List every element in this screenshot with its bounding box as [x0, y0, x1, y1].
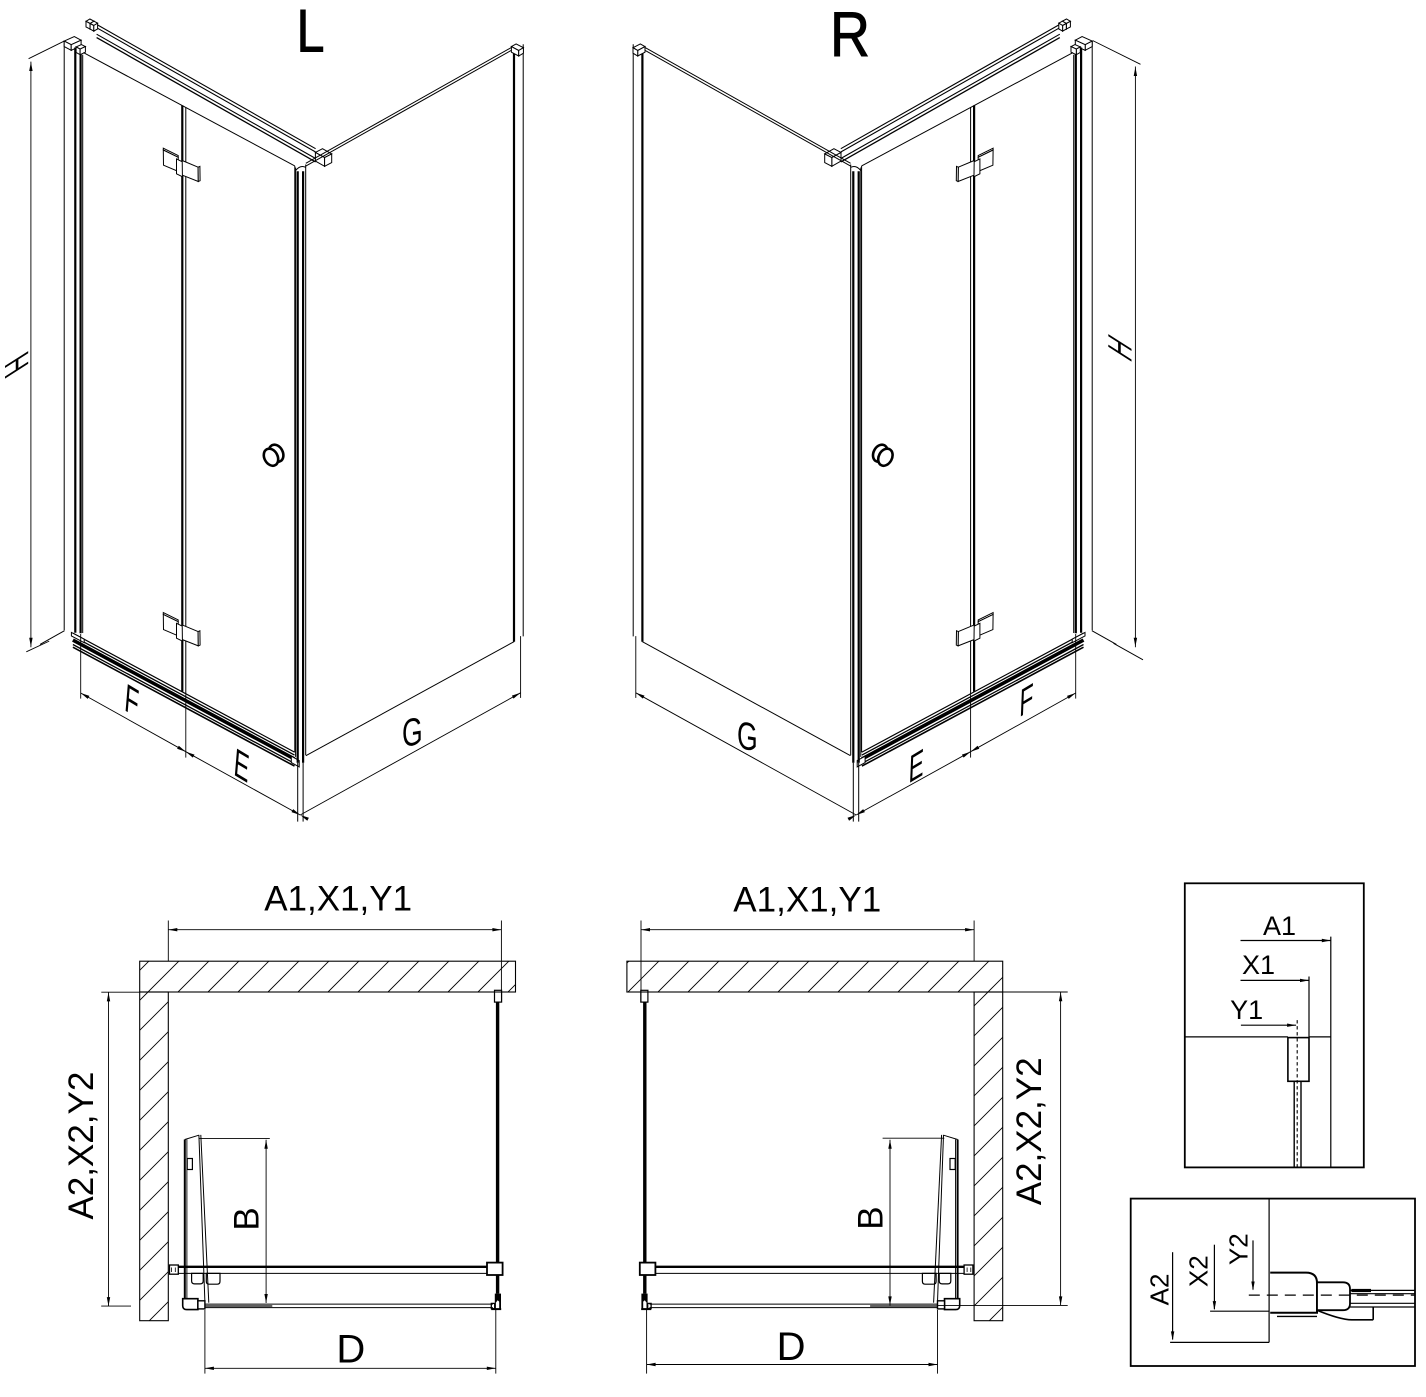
svg-text:A1,X1,Y1: A1,X1,Y1	[733, 881, 881, 920]
svg-text:D: D	[777, 1325, 806, 1369]
svg-text:R: R	[830, 0, 870, 70]
svg-text:E: E	[232, 740, 251, 792]
svg-text:A2: A2	[1144, 1274, 1174, 1306]
svg-text:F: F	[1019, 675, 1035, 727]
svg-text:X2: X2	[1184, 1255, 1214, 1287]
svg-text:A1: A1	[1263, 911, 1296, 941]
svg-text:G: G	[737, 714, 758, 760]
svg-text:A2,X2,Y2: A2,X2,Y2	[1010, 1057, 1049, 1205]
svg-text:Y2: Y2	[1224, 1233, 1254, 1265]
svg-text:D: D	[336, 1328, 365, 1372]
svg-text:G: G	[402, 710, 423, 756]
svg-text:B: B	[852, 1206, 891, 1229]
svg-text:E: E	[908, 741, 925, 793]
svg-text:A2,X2,Y2: A2,X2,Y2	[62, 1072, 101, 1220]
svg-text:H: H	[1101, 328, 1138, 368]
svg-text:A1,X1,Y1: A1,X1,Y1	[264, 879, 412, 918]
svg-text:Y1: Y1	[1230, 995, 1263, 1025]
svg-text:B: B	[228, 1207, 267, 1230]
svg-text:X1: X1	[1242, 950, 1275, 980]
svg-text:L: L	[297, 0, 325, 65]
svg-text:H: H	[0, 345, 35, 385]
svg-text:F: F	[123, 676, 140, 727]
